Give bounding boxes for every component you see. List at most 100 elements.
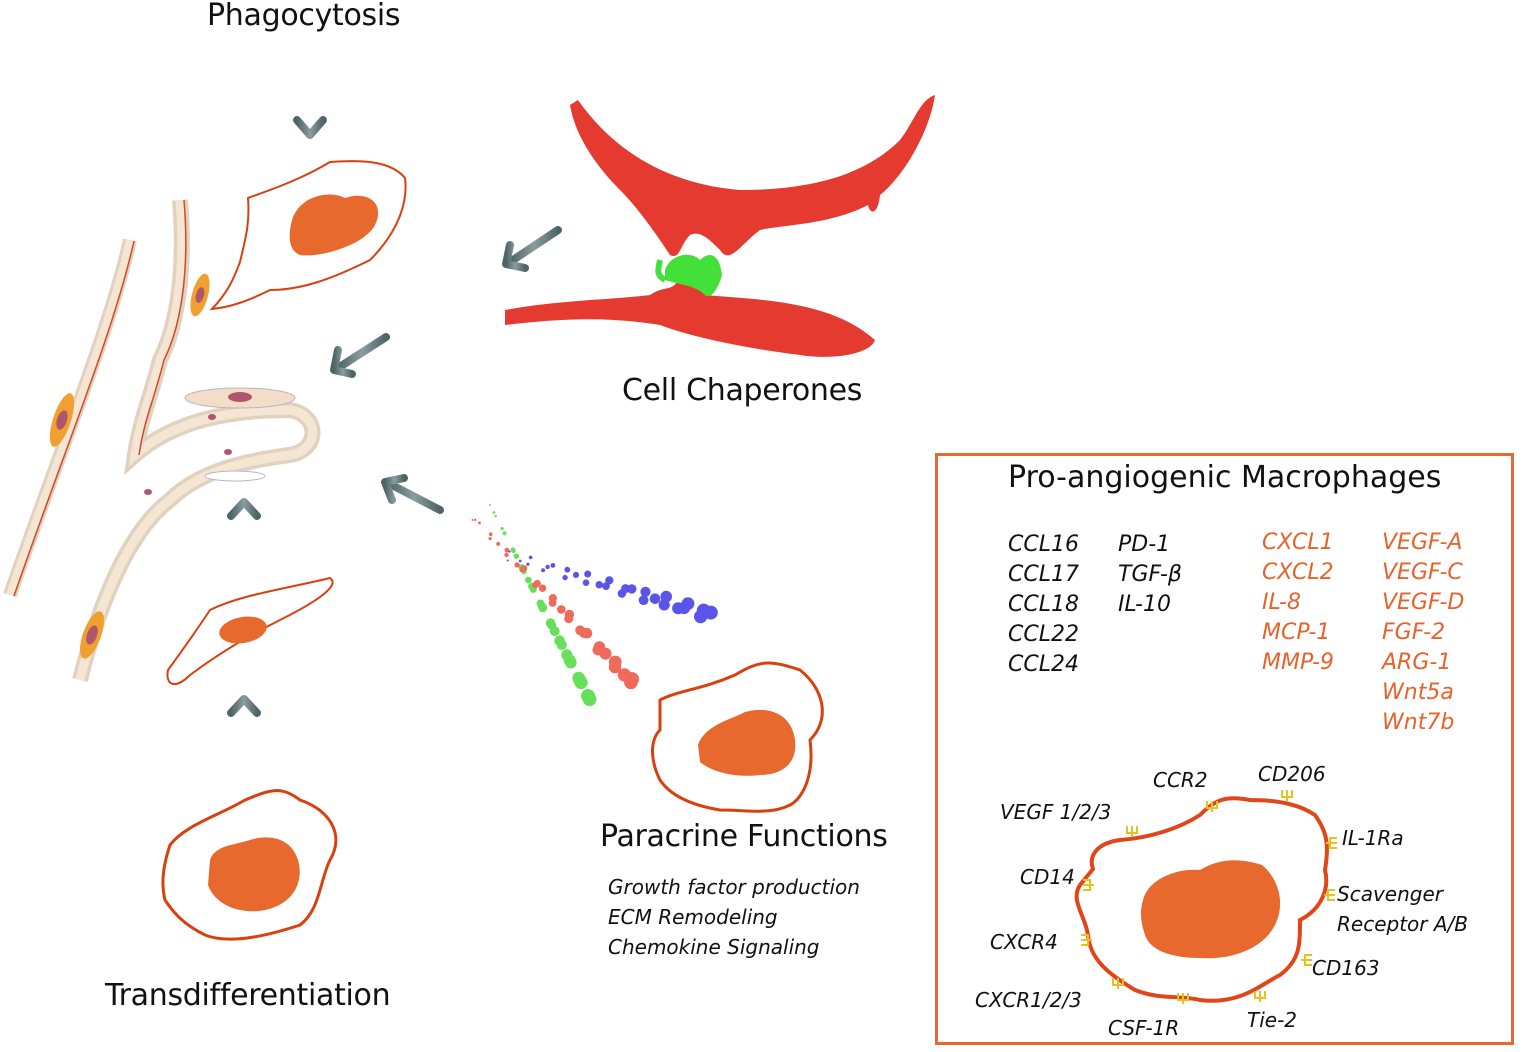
chaperone-cell xyxy=(665,254,722,297)
black-factor-column-2: PD-1 TGF-β IL-10 xyxy=(1118,530,1182,620)
arrows xyxy=(227,71,562,764)
particle-dot xyxy=(541,568,546,573)
particle-dot xyxy=(638,595,649,606)
particle-dot xyxy=(488,532,493,536)
particle-dot xyxy=(533,579,541,587)
receptor-label-ccr2: CCR2 xyxy=(1153,768,1208,792)
secreted-particles xyxy=(471,504,718,707)
factor-item: PD-1 xyxy=(1118,532,1171,557)
factor-item: CXCL2 xyxy=(1262,560,1334,585)
receptor-icon xyxy=(1206,801,1218,812)
particle-dot xyxy=(554,635,565,646)
receptor-label-cd163: CD163 xyxy=(1312,956,1380,980)
arrow-chaperone-left xyxy=(502,226,562,272)
particle-dot xyxy=(502,531,507,536)
factor-item: CXCL1 xyxy=(1262,530,1334,555)
particle-dot xyxy=(581,627,593,639)
phagocytosis-cell xyxy=(209,160,407,311)
particle-dot xyxy=(605,576,614,585)
factor-item: Wnt5a xyxy=(1382,680,1454,705)
factor-item: MCP-1 xyxy=(1262,620,1331,645)
particle-dot xyxy=(584,570,592,578)
factor-item: VEGF-D xyxy=(1382,590,1465,615)
receptor-label-cxcr123: CXCR1/2/3 xyxy=(975,988,1082,1012)
particle-dot xyxy=(627,584,637,594)
particle-dot xyxy=(660,590,672,603)
particle-dot xyxy=(478,521,481,525)
factor-item: IL-10 xyxy=(1118,592,1171,617)
particle-dot xyxy=(525,576,532,584)
receptor-label-scavenger-2: Receptor A/B xyxy=(1337,912,1468,936)
particle-dot xyxy=(510,547,516,553)
transdifferentiation-label: Transdifferentiation xyxy=(105,978,391,1013)
paracrine-cell xyxy=(651,661,824,813)
particle-dot xyxy=(538,603,548,613)
particle-dot xyxy=(572,571,580,579)
particle-dot xyxy=(548,594,558,603)
receptor-icon xyxy=(1126,826,1138,837)
particle-dot xyxy=(488,537,492,541)
factor-item: CCL16 xyxy=(1008,532,1079,557)
particle-dot xyxy=(545,618,556,628)
receptor-label-vegf: VEGF 1/2/3 xyxy=(1000,800,1112,824)
particle-dot xyxy=(625,672,639,687)
factor-item: CCL24 xyxy=(1008,652,1079,677)
particle-dot xyxy=(649,593,661,604)
chaperone-vessels xyxy=(505,95,935,357)
factor-item: CCL18 xyxy=(1008,592,1079,617)
receptor-label-il1ra: IL-1Ra xyxy=(1342,826,1404,850)
receptor-label-csf1r: CSF-1R xyxy=(1108,1016,1180,1040)
factor-item: TGF-β xyxy=(1118,562,1182,587)
arrow-down-phagocytosis xyxy=(293,71,327,139)
orange-factor-column-2: VEGF-A VEGF-C VEGF-D FGF-2 ARG-1 Wnt5a W… xyxy=(1382,528,1464,738)
receptor-label-cd206: CD206 xyxy=(1258,762,1326,786)
particle-dot xyxy=(564,609,575,620)
paracrine-item: Chemokine Signaling xyxy=(608,935,820,959)
paracrine-item: Growth factor production xyxy=(608,875,860,899)
particle-dot xyxy=(564,566,571,573)
factor-item: ARG-1 xyxy=(1382,650,1452,675)
particle-dot xyxy=(574,675,588,690)
pro-angiogenic-macrophage xyxy=(1074,790,1337,1004)
arrow-paracrine xyxy=(381,474,444,514)
particle-dot xyxy=(640,586,651,597)
particle-dot xyxy=(496,541,501,546)
receptor-label-scavenger: Scavenger xyxy=(1337,882,1443,906)
factor-item: IL-8 xyxy=(1262,590,1301,615)
receptor-icon xyxy=(1281,790,1293,801)
particle-dot xyxy=(492,511,496,514)
factor-item: VEGF-C xyxy=(1382,560,1463,585)
particle-dot xyxy=(494,515,497,518)
particle-dot xyxy=(508,550,511,553)
particle-dot xyxy=(471,519,474,521)
particle-dot xyxy=(514,562,520,568)
particle-dot xyxy=(506,559,509,562)
receptor-icon xyxy=(1326,837,1337,849)
particle-dot xyxy=(563,654,576,667)
receptor-label-cxcr4: CXCR4 xyxy=(990,930,1058,954)
particle-dot xyxy=(526,562,530,566)
particle-dot xyxy=(703,605,718,620)
particle-dot xyxy=(504,552,509,558)
receptor-icon xyxy=(1081,934,1092,946)
particle-dot xyxy=(595,581,603,589)
receptor-icon xyxy=(1254,991,1266,1002)
vessel-network xyxy=(3,199,321,682)
phagocytosis-label: Phagocytosis xyxy=(207,0,401,33)
particle-dot xyxy=(581,689,595,703)
particle-dot xyxy=(521,565,528,572)
particle-dot xyxy=(599,647,612,660)
factor-item: MMP-9 xyxy=(1262,650,1334,675)
receptor-icon xyxy=(1112,978,1124,989)
particle-dot xyxy=(545,564,550,570)
orange-factor-column-1: CXCL1 CXCL2 IL-8 MCP-1 MMP-9 xyxy=(1262,528,1334,678)
particle-dot xyxy=(681,597,695,610)
black-factor-column-1: CCL16 CCL17 CCL18 CCL22 CCL24 xyxy=(1008,530,1079,680)
pro-angiogenic-macrophages-panel xyxy=(935,453,1514,1045)
arrow-up-1 xyxy=(227,498,261,561)
factor-item: VEGF-A xyxy=(1382,530,1463,555)
receptor-icon xyxy=(1177,993,1189,1004)
particle-dot xyxy=(562,574,568,581)
arrow-vessel-left xyxy=(330,333,390,378)
factor-item: FGF-2 xyxy=(1382,620,1446,645)
